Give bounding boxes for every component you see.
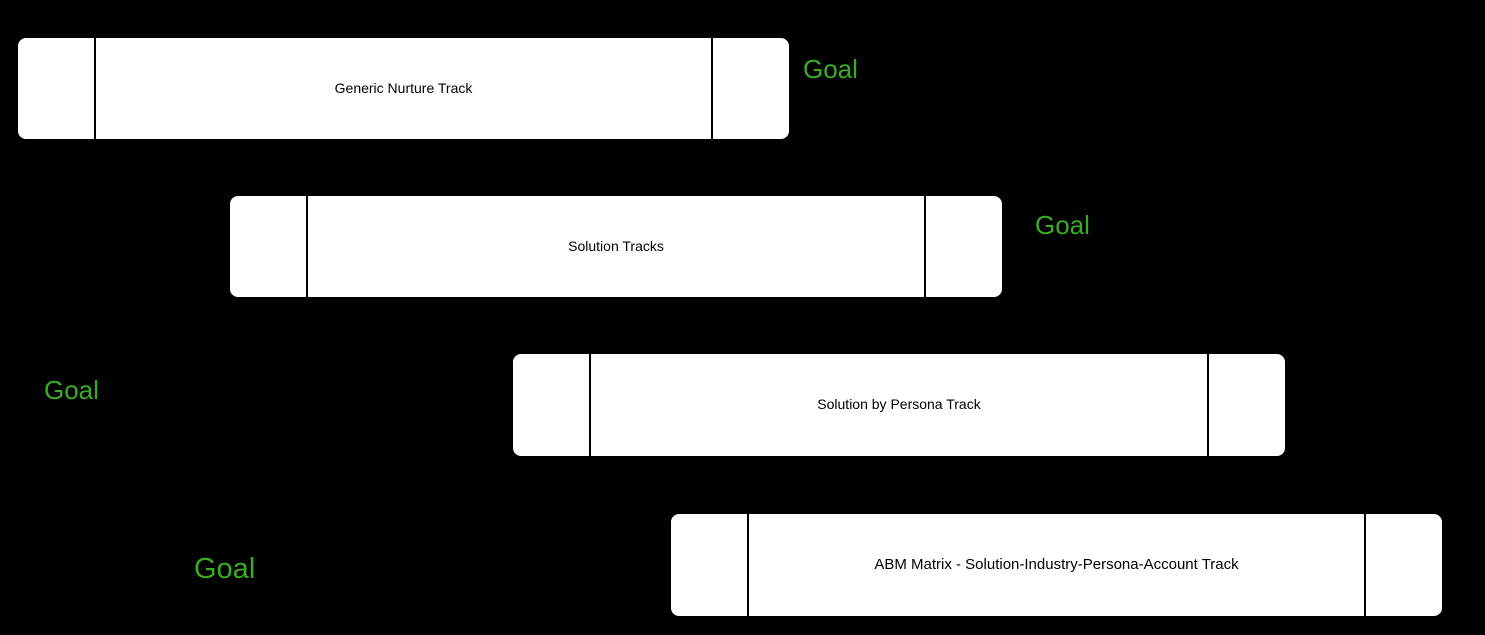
track-start-segment (230, 196, 308, 297)
track-end-segment (1207, 354, 1285, 456)
track-start-segment (513, 354, 591, 456)
track-end-segment (1364, 514, 1442, 616)
goal-label-generic-nurture: Goal (803, 54, 858, 84)
track-abm-matrix: ABM Matrix - Solution-Industry-Persona-A… (670, 513, 1443, 617)
track-label: Generic Nurture Track (334, 79, 473, 96)
track-end-segment (924, 196, 1002, 297)
track-generic-nurture: Generic Nurture Track (17, 37, 790, 140)
track-start-segment (671, 514, 749, 616)
track-start-segment (18, 38, 96, 139)
track-label: Solution by Persona Track (817, 396, 981, 413)
goal-label-abm-matrix: Goal (194, 553, 256, 585)
track-solution-tracks: Solution Tracks (229, 195, 1003, 298)
track-label: ABM Matrix - Solution-Industry-Persona-A… (874, 555, 1239, 573)
goal-label-solution-by-persona: Goal (44, 375, 99, 405)
goal-label-solution-tracks: Goal (1035, 210, 1090, 240)
track-label: Solution Tracks (568, 237, 664, 254)
track-end-segment (711, 38, 789, 139)
track-solution-by-persona: Solution by Persona Track (512, 353, 1286, 457)
